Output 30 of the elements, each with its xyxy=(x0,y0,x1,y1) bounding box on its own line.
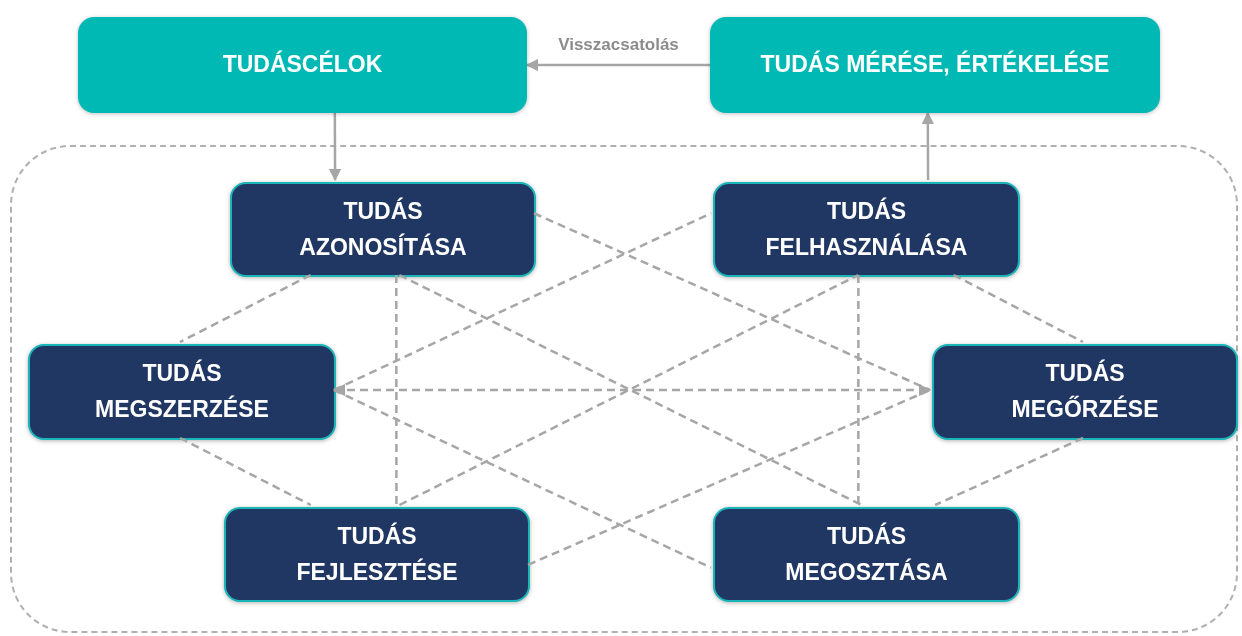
process-box xyxy=(932,344,1238,440)
node-label: TUDÁS FELHASZNÁLÁSA xyxy=(764,196,969,262)
process-box xyxy=(710,17,1160,113)
process-box xyxy=(230,182,536,277)
node-label: TUDÁS FEJLESZTÉSE xyxy=(295,521,459,587)
connector-line xyxy=(179,273,312,344)
process-box xyxy=(78,17,527,113)
node-label: TUDÁS MÉRÉSE, ÉRTÉKELÉSE xyxy=(759,49,1111,80)
connector-line xyxy=(952,273,1084,344)
connector-line xyxy=(527,388,931,566)
dashed-group-frame xyxy=(10,145,1238,633)
connector-line xyxy=(857,275,860,505)
process-box xyxy=(713,507,1020,602)
node-label: TUDÁSCÉLOK xyxy=(221,49,384,80)
node-label: TUDÁS MEGŐRZÉSE xyxy=(1010,358,1160,424)
connector-line xyxy=(333,212,712,392)
arrow xyxy=(525,58,710,72)
arrow xyxy=(328,113,342,182)
arrow xyxy=(921,111,935,180)
node-label: TUDÁS MEGSZERZÉSE xyxy=(94,358,270,424)
node-label: TUDÁS MEGOSZTÁSA xyxy=(784,521,949,587)
connector-line xyxy=(934,436,1084,507)
process-box xyxy=(713,182,1020,277)
process-box xyxy=(224,507,530,602)
connector-line xyxy=(179,436,312,507)
connector-line xyxy=(533,212,931,392)
process-box xyxy=(28,344,336,440)
connector-line xyxy=(333,388,712,569)
connector-line xyxy=(395,275,398,505)
node-label: TUDÁS AZONOSÍTÁSA xyxy=(298,196,468,262)
